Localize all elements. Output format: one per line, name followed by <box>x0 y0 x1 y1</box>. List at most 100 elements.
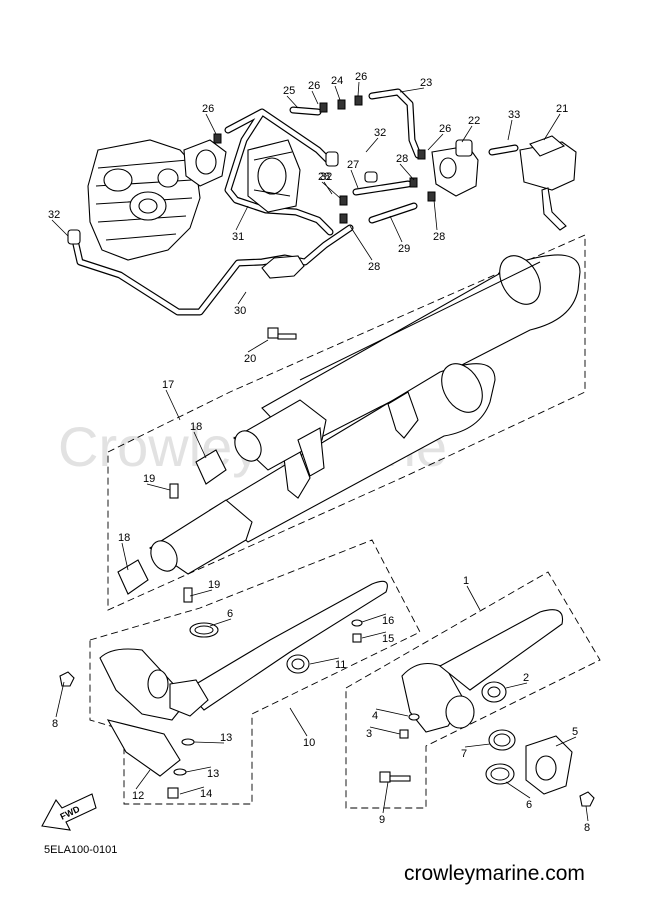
callout-leader-2 <box>505 682 528 689</box>
collar-11 <box>286 654 310 674</box>
protector-12 <box>106 719 181 777</box>
hose-29 <box>368 202 418 224</box>
hose-clamps <box>213 95 436 224</box>
callout-6: 6 <box>526 799 532 811</box>
air-pipe-31 <box>224 108 334 236</box>
callout-13: 13 <box>207 768 219 780</box>
callout-28: 28 <box>396 153 408 165</box>
callout-leader-32 <box>51 219 69 237</box>
callout-leader-19 <box>146 483 171 491</box>
callout-leader-28 <box>433 199 438 231</box>
muffler-inlet-lower <box>148 499 253 575</box>
callout-leader-15 <box>361 631 387 639</box>
air-filter-case-21 <box>519 135 577 231</box>
callout-2: 2 <box>523 672 529 684</box>
hose-33 <box>488 144 519 156</box>
diagram-code: 5ELA100-0101 <box>44 844 117 856</box>
callout-leader-12 <box>135 769 151 790</box>
assembly-1-outline <box>345 571 601 809</box>
joint-5 <box>525 735 573 795</box>
callout-14: 14 <box>200 788 212 800</box>
callout-leader-26 <box>205 113 217 135</box>
callout-27: 27 <box>347 159 359 171</box>
callout-19: 19 <box>143 473 155 485</box>
callout-leader-4 <box>375 708 409 717</box>
muffler-lower <box>209 363 496 543</box>
callout-leader-23 <box>399 87 425 93</box>
hose-27 <box>352 180 412 196</box>
callout-leader-26 <box>357 81 360 97</box>
reed-valve-22 <box>431 139 479 197</box>
callout-leader-1 <box>466 585 481 611</box>
callout-21: 21 <box>556 103 568 115</box>
callout-leader-9 <box>382 781 389 814</box>
air-pipe-30 <box>71 224 354 316</box>
callout-18: 18 <box>190 421 202 433</box>
callout-26: 26 <box>439 123 451 135</box>
callout-leader-13 <box>185 766 212 773</box>
callout-4: 4 <box>372 710 378 722</box>
callout-leader-31 <box>235 205 249 231</box>
hose-23 <box>368 88 422 159</box>
gasket-18 <box>117 449 227 595</box>
callout-leader-11 <box>309 657 340 665</box>
callout-9: 9 <box>379 814 385 826</box>
callout-17: 17 <box>162 379 174 391</box>
callout-6: 6 <box>227 608 233 620</box>
callout-28: 28 <box>433 231 445 243</box>
callout-32: 32 <box>320 171 332 183</box>
callout-leader-3 <box>369 726 401 735</box>
nut-8-right <box>579 791 595 807</box>
muffler-inlet-upper <box>233 399 327 477</box>
exhaust-pipe-1 <box>401 609 564 733</box>
callout-leader-21 <box>543 113 561 141</box>
callout-7: 7 <box>461 748 467 760</box>
callout-18: 18 <box>118 532 130 544</box>
engine-cylinder-head <box>87 139 227 261</box>
callout-leader-28 <box>349 225 373 261</box>
callout-16: 16 <box>382 615 394 627</box>
callout-leader-24 <box>334 85 341 101</box>
callout-3: 3 <box>366 728 372 740</box>
callout-leader-7 <box>464 743 491 748</box>
callout-8: 8 <box>584 822 590 834</box>
callout-12: 12 <box>132 790 144 802</box>
callout-leader-17 <box>165 389 181 421</box>
leader-lines <box>51 81 589 822</box>
callout-32: 32 <box>374 127 386 139</box>
pipe-plug-32 <box>67 151 378 245</box>
assembly-17-outline <box>107 234 586 611</box>
callout-leader-5 <box>555 736 577 747</box>
callout-26: 26 <box>308 80 320 92</box>
hose-25 <box>289 106 322 116</box>
nut-8-left <box>59 671 75 687</box>
bolt-14 <box>167 787 179 799</box>
callout-leader-26 <box>427 133 444 151</box>
callout-20: 20 <box>244 353 256 365</box>
bolt-19 <box>169 483 193 603</box>
callout-33: 33 <box>508 109 520 121</box>
gasket-6-right <box>485 763 515 785</box>
callout-leader-19 <box>189 589 213 597</box>
callout-leader-14 <box>179 786 205 795</box>
callout-28: 28 <box>368 261 380 273</box>
callout-leader-27 <box>350 169 359 189</box>
callout-28: 28 <box>318 171 330 183</box>
footer-site: crowleymarine.com <box>404 862 585 885</box>
callout-leader-22 <box>461 125 473 143</box>
callout-11: 11 <box>335 659 346 671</box>
fwd-arrow-icon: FWD <box>41 793 97 831</box>
callout-23: 23 <box>420 77 432 89</box>
callout-22: 22 <box>468 115 480 127</box>
callout-leader-30 <box>237 291 247 305</box>
callout-29: 29 <box>398 243 410 255</box>
callout-30: 30 <box>234 305 246 317</box>
callout-31: 31 <box>232 231 244 243</box>
gasket-6-left <box>189 622 219 638</box>
callout-leader-33 <box>507 119 513 141</box>
bolt-20 <box>267 327 297 340</box>
callout-leader-18 <box>193 431 207 459</box>
collar-2 <box>481 681 507 703</box>
